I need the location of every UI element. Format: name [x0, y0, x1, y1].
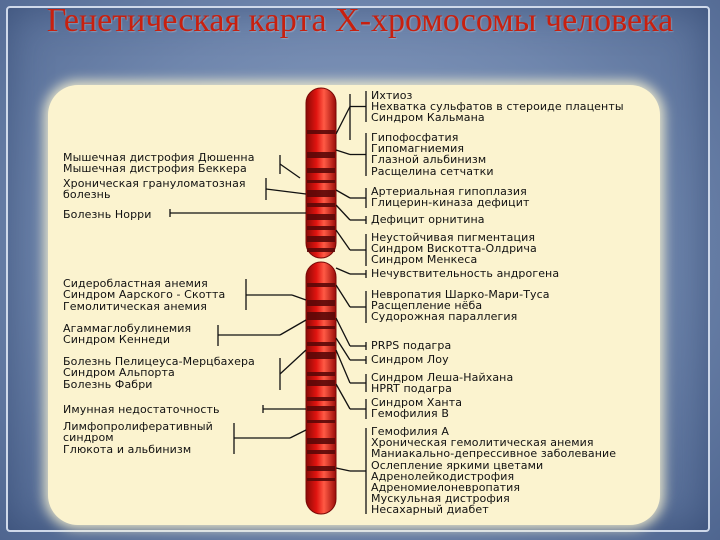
- chromosome-band: [307, 168, 335, 173]
- chromosome-band: [307, 352, 335, 359]
- chromosome-band: [307, 466, 335, 471]
- left-gene-label: Лимфопролиферативный: [63, 420, 213, 433]
- right-gene-label: Адреномиелоневропатия: [371, 481, 521, 494]
- left-gene-label: Имунная недостаточность: [63, 403, 220, 416]
- chromosome-band: [307, 190, 335, 197]
- right-gene-label: Расщепление нёба: [371, 299, 483, 313]
- chromosome-band: [307, 326, 335, 329]
- chromosome-band: [307, 180, 335, 183]
- left-gene-label: Хроническая грануломатозная: [63, 177, 246, 190]
- diagram-panel: [48, 85, 660, 525]
- right-gene-label: Синдром Менкеса: [371, 253, 478, 267]
- right-connector: [335, 284, 351, 308]
- left-connector: [279, 349, 307, 375]
- right-gene-label: Артериальная гипоплазия: [371, 185, 527, 198]
- chromosome-band: [307, 248, 335, 252]
- left-gene-label: Гемолитическая анемия: [63, 299, 207, 313]
- right-connector: [335, 383, 351, 410]
- chromosome-band: [307, 130, 335, 134]
- right-gene-label: Маниакально-депрессивное заболевание: [371, 447, 617, 461]
- right-gene-label: Глицерин-киназа дефицит: [371, 196, 530, 210]
- left-gene-label: Сидеробластная анемия: [63, 277, 208, 290]
- right-connector: [335, 349, 351, 384]
- chromosome-band: [307, 450, 335, 454]
- right-connector: [335, 267, 351, 275]
- left-gene-label: Синдром Альпорта: [63, 366, 175, 380]
- right-gene-label: Невропатия Шарко-Мари-Туса: [371, 288, 550, 301]
- chromosome-band: [307, 214, 335, 220]
- right-gene-label: Расщелина сетчатки: [371, 164, 494, 178]
- right-gene-label: Хроническая гемолитическая анемия: [371, 436, 594, 450]
- right-gene-label: HPRT подагра: [371, 382, 452, 396]
- right-gene-label: Гемофилия В: [371, 407, 449, 421]
- right-gene-label: Ихтиоз: [371, 89, 413, 102]
- right-gene-label: Синдром Вискотта-Олдрича: [371, 242, 537, 256]
- left-connector: [279, 319, 307, 336]
- chromosome-band: [307, 226, 335, 230]
- right-gene-label: Гипомагниемия: [371, 142, 465, 156]
- chromosome-band: [307, 380, 335, 386]
- right-gene-label: PRPS подагра: [371, 339, 452, 352]
- left-connector: [291, 294, 307, 301]
- right-connector: [335, 189, 351, 199]
- chromosome-band: [307, 152, 335, 158]
- right-gene-label: Глазной альбинизм: [371, 153, 487, 167]
- left-connector: [265, 188, 307, 195]
- left-gene-label: Синдром Кеннеди: [63, 333, 171, 347]
- right-connector: [335, 204, 351, 221]
- left-gene-label: Болезнь Фабри: [63, 377, 153, 391]
- chromosome-band: [307, 372, 335, 376]
- chromosome-band: [307, 312, 335, 320]
- right-gene-label: Синдром Ханта: [371, 396, 463, 409]
- right-gene-label: Синдром Кальмана: [371, 111, 485, 125]
- right-connector: [335, 149, 351, 156]
- chromosome-band: [307, 342, 335, 346]
- right-connector: [335, 229, 351, 251]
- left-gene-label: Болезнь Норри: [63, 208, 152, 221]
- right-gene-label: Дефицит орнитина: [371, 213, 485, 226]
- chromosome-band: [307, 203, 335, 207]
- chromosome-band: [307, 300, 335, 306]
- left-gene-label: Болезнь Пелицеуса-Мерцбахера: [63, 355, 255, 368]
- right-gene-label: Несахарный диабет: [371, 503, 489, 517]
- left-connector: [279, 163, 301, 179]
- right-gene-label: Неустойчивая пигментация: [371, 231, 536, 244]
- right-connector: [335, 317, 351, 347]
- right-connector: [335, 337, 351, 361]
- left-gene-label: Синдром Аарского - Скотта: [63, 288, 226, 302]
- right-gene-label: Гипофосфатия: [371, 131, 459, 144]
- left-gene-label: синдром: [63, 431, 114, 445]
- right-gene-label: Синдром Лоу: [371, 353, 449, 366]
- chromosome-long-arm: [305, 261, 337, 515]
- chromosome-band: [307, 283, 335, 287]
- right-gene-label: Гемофилия А: [371, 425, 449, 438]
- right-gene-label: Нехватка сульфатов в стероиде плаценты: [371, 100, 624, 114]
- chromosome-band: [307, 397, 335, 401]
- right-gene-label: Судорожная параллегия: [371, 310, 518, 324]
- chromosome-band: [307, 478, 335, 481]
- slide-frame: [6, 6, 710, 532]
- right-gene-label: Ослепление яркими цветами: [371, 458, 544, 472]
- right-gene-label: Нечувствительность андрогена: [371, 267, 560, 280]
- right-connector: [335, 467, 351, 472]
- slide-title: Генетическая карта Х-хромосомы человека: [46, 2, 674, 39]
- chromosome-band: [307, 438, 335, 444]
- chromosome-band: [307, 236, 335, 242]
- left-gene-label: Агаммаглобулинемия: [63, 322, 192, 335]
- left-gene-label: Мышечная дистрофия Дюшенна: [63, 151, 255, 164]
- right-gene-label: Мускульная дистрофия: [371, 492, 510, 506]
- right-gene-label: Адренолейкодистрофия: [371, 469, 515, 483]
- left-connector: [289, 429, 307, 439]
- left-gene-label: Мышечная дистрофия Беккера: [63, 162, 247, 176]
- chromosome-band: [307, 406, 335, 411]
- right-connector: [335, 106, 351, 135]
- right-gene-label: Синдром Леша-Найхана: [371, 371, 514, 384]
- chromosome-band: [307, 420, 335, 423]
- left-gene-label: болезнь: [63, 188, 111, 202]
- left-gene-label: Глюкота и альбинизм: [63, 442, 192, 456]
